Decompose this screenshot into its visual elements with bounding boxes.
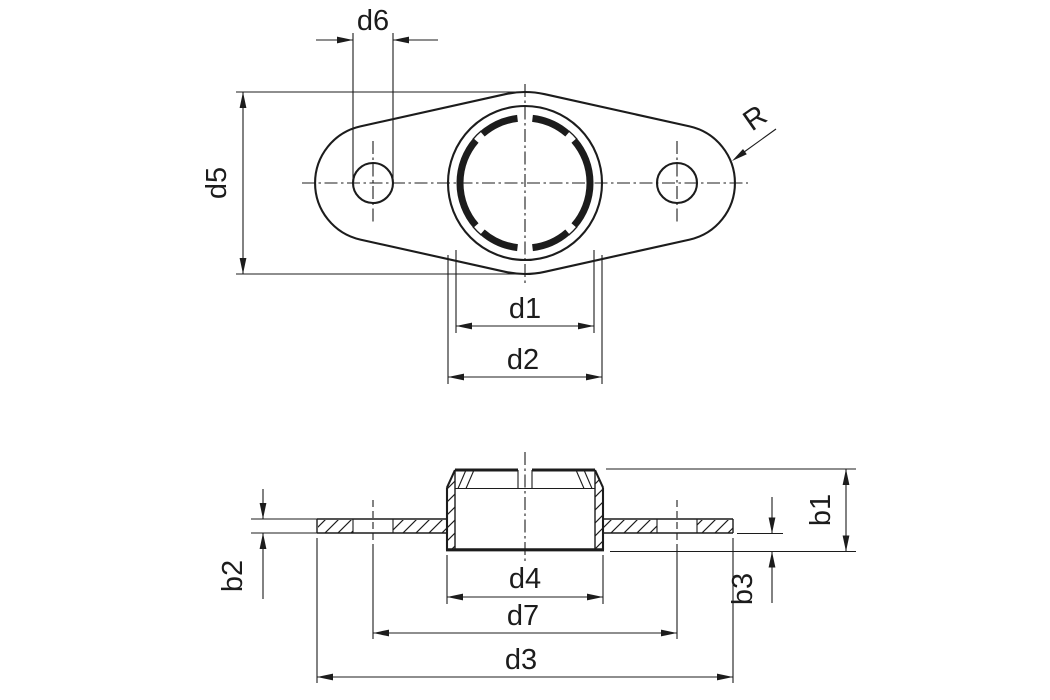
- plate-hatch-right-inner: [603, 520, 657, 533]
- radius-leader: R: [732, 99, 777, 161]
- dimension-b2: b2: [217, 489, 317, 599]
- ring-notch-edges: [472, 130, 578, 236]
- flange-outline: [314, 90, 736, 276]
- front-view: d6 d5 d1 d2: [201, 5, 777, 384]
- dimension-b1: b1: [606, 468, 856, 553]
- dim-label-d7: d7: [507, 600, 539, 632]
- dim-label-d1: d1: [509, 293, 541, 325]
- dim-label-b3: b3: [727, 573, 759, 605]
- plate-hatch-right-outer: [697, 520, 733, 533]
- collar-wall-hatch-right: [595, 470, 603, 549]
- collar-wall-hatch-left: [447, 470, 455, 549]
- dim-label-d4: d4: [509, 563, 541, 595]
- plate-hatch-left-outer: [318, 520, 353, 533]
- dimension-d2: d2: [447, 255, 603, 384]
- dim-label-d5: d5: [201, 167, 233, 199]
- dimension-d4: d4: [446, 555, 604, 604]
- dim-label-d3: d3: [505, 644, 537, 676]
- dimension-b3: b3: [727, 497, 783, 605]
- dimension-d5: d5: [201, 91, 526, 275]
- dimension-d7: d7: [372, 545, 678, 639]
- plate-hatch-left-inner: [393, 520, 447, 533]
- section-view: b1 b3 b2 d4: [217, 452, 856, 683]
- dimension-d6: d6: [316, 5, 438, 178]
- dim-label-radius: R: [738, 99, 774, 137]
- dim-label-b1: b1: [805, 494, 837, 526]
- plate-outline: [316, 518, 734, 534]
- dim-label-d2: d2: [507, 344, 539, 376]
- dim-label-b2: b2: [217, 560, 249, 592]
- dimension-d1: d1: [455, 250, 595, 333]
- dimension-d3: d3: [316, 538, 734, 683]
- dim-label-d6: d6: [357, 5, 389, 37]
